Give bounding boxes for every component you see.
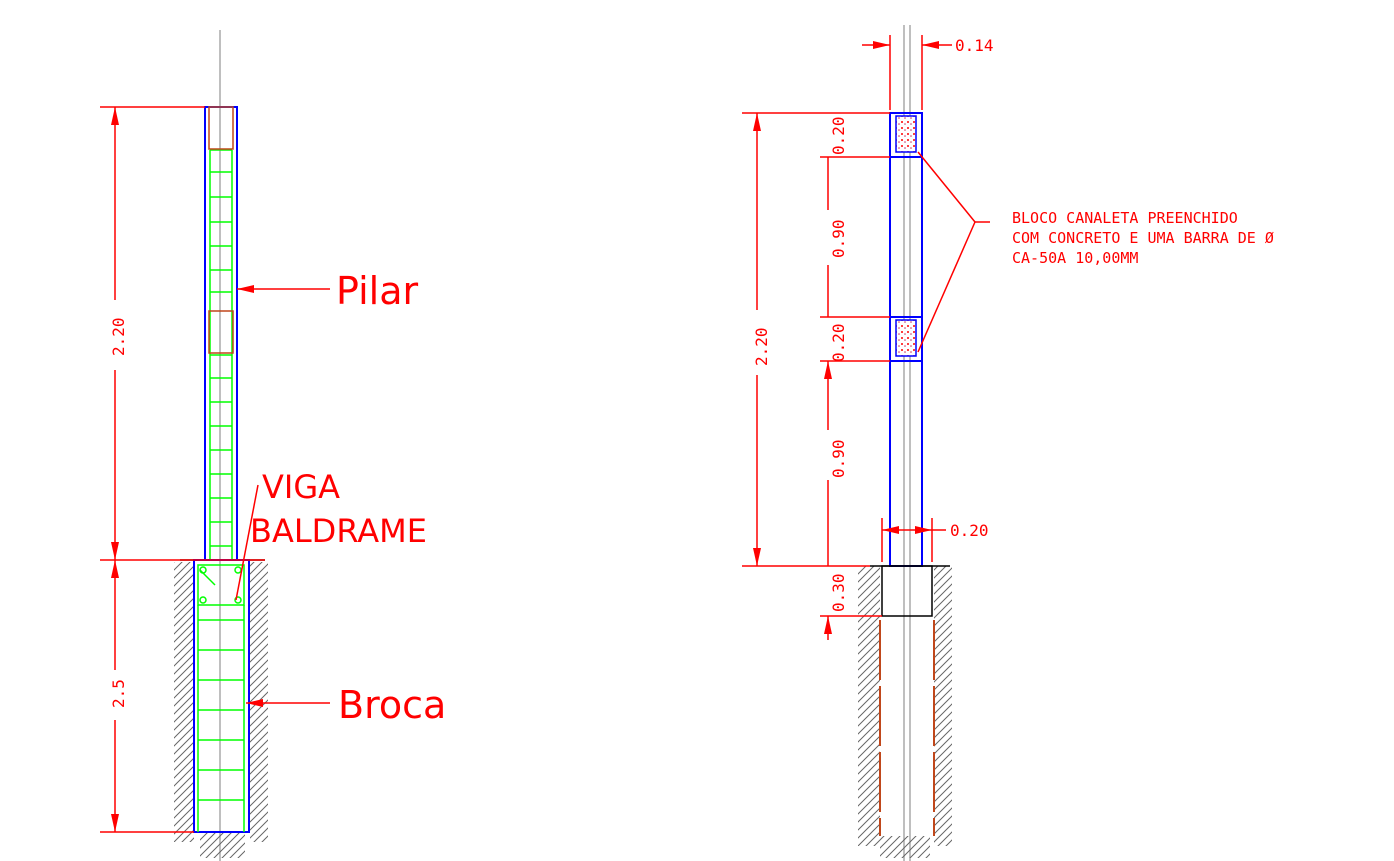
- dim-block-mid: 0.20: [829, 323, 848, 362]
- dim-gap-bottom: 0.90: [829, 439, 848, 478]
- soil-hatch-left: [174, 562, 194, 842]
- dim-width-top: 0.14: [955, 36, 994, 55]
- block-top: [208, 106, 234, 150]
- block-mid: [208, 310, 234, 354]
- dim-base: 0.30: [829, 573, 848, 612]
- pillar-stirrups: [210, 149, 232, 547]
- label-broca: Broca: [338, 683, 446, 727]
- soil-hatch-bottom: [200, 833, 245, 858]
- dim-width-bottom: 0.20: [950, 521, 989, 540]
- left-dimension-lines: [100, 106, 265, 833]
- grouted-block-top: [895, 115, 917, 153]
- right-soil-right: [934, 566, 952, 846]
- right-view: 0.14 0.20 2.20: [742, 25, 1274, 861]
- grouted-block-mid: [895, 319, 917, 357]
- label-pilar: Pilar: [336, 269, 418, 313]
- beam-stirrup: [197, 564, 245, 606]
- note-line-3: CA-50A 10,00MM: [1012, 249, 1138, 267]
- note-line-1: BLOCO CANALETA PREENCHIDO: [1012, 209, 1238, 227]
- dim-gap-top: 0.90: [829, 219, 848, 258]
- left-view: 2.20 2.5 Pilar VIGA BALDRAME Broca: [100, 30, 446, 861]
- base-block: [881, 565, 933, 617]
- viga-leader: [235, 484, 259, 601]
- dim-total-height: 2.20: [752, 327, 771, 366]
- note-line-2: COM CONCRETO E UMA BARRA DE Ø: [1012, 229, 1274, 247]
- dim-pillar-height: 2.20: [109, 317, 128, 356]
- right-soil-left: [858, 566, 880, 846]
- label-baldrame: BALDRAME: [250, 512, 427, 550]
- note-leader: [917, 151, 990, 353]
- dim-broca-depth: 2.5: [109, 679, 128, 708]
- broca-stirrups: [198, 619, 244, 801]
- right-soil-bottom: [880, 836, 930, 858]
- dim-block-top: 0.20: [829, 116, 848, 155]
- label-viga: VIGA: [262, 468, 340, 506]
